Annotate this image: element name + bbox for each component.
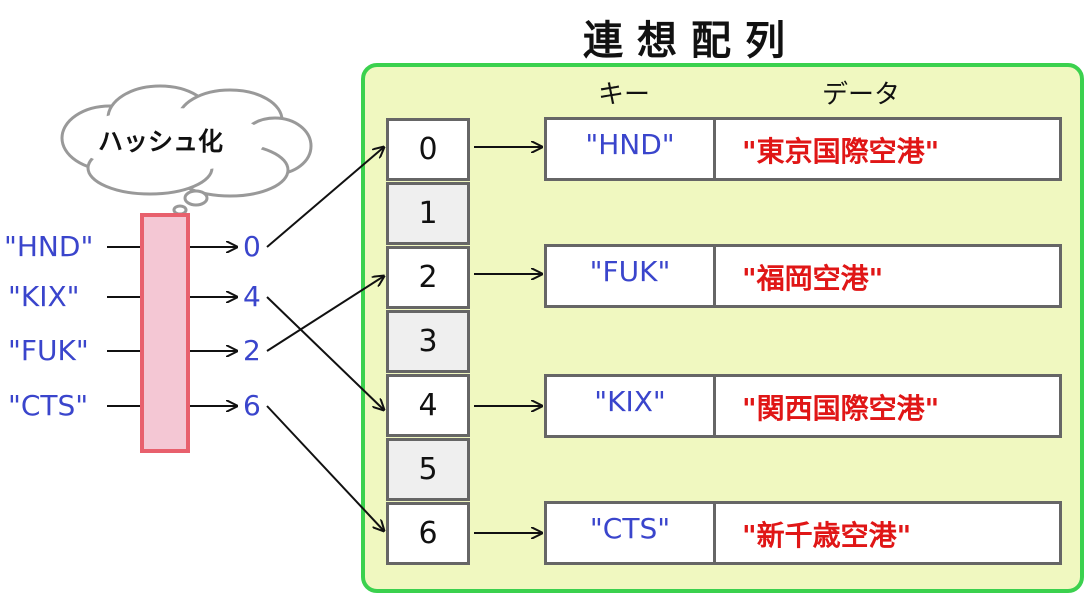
array-slot-2: 2	[386, 246, 470, 309]
array-slot-6: 6	[386, 502, 470, 565]
input-key-fuk: "FUK"	[8, 334, 89, 367]
array-slot-4: 4	[386, 374, 470, 437]
record-row: "CTS" "新千歳空港"	[544, 501, 1062, 565]
record-value: "福岡空港"	[742, 262, 884, 295]
record-key: "KIX"	[547, 377, 716, 435]
thought-cloud	[60, 84, 313, 198]
input-key-kix: "KIX"	[8, 280, 80, 313]
record-row: "HND" "東京国際空港"	[544, 117, 1062, 181]
record-value: "東京国際空港"	[742, 135, 940, 168]
record-row: "KIX" "関西国際空港"	[544, 374, 1062, 438]
record-key: "CTS"	[547, 504, 716, 562]
hash-value-hnd: 0	[243, 230, 261, 263]
hash-value-kix: 4	[243, 280, 261, 313]
array-slot-5: 5	[386, 438, 470, 501]
hash-function-bar	[140, 213, 190, 453]
slot-arrow-2	[266, 276, 384, 352]
hash-function-label: ハッシュ化	[98, 127, 224, 156]
hash-value-cts: 6	[243, 389, 261, 422]
input-key-cts: "CTS"	[8, 389, 89, 422]
slot-arrow-4	[266, 296, 384, 410]
thought-bubble-small-1	[183, 189, 209, 207]
array-slot-1: 1	[386, 182, 470, 245]
record-key: "HND"	[547, 120, 716, 178]
record-value: "新千歳空港"	[742, 519, 912, 552]
slot-arrow-6	[266, 405, 384, 531]
array-slot-3: 3	[386, 310, 470, 373]
diagram-title: 連想配列	[583, 18, 799, 64]
array-slot-0: 0	[386, 118, 470, 181]
key-column-header: キー	[598, 80, 651, 110]
hash-value-fuk: 2	[243, 334, 261, 367]
slot-arrow-0	[266, 147, 384, 248]
record-value: "関西国際空港"	[742, 392, 940, 425]
record-row: "FUK" "福岡空港"	[544, 244, 1062, 308]
record-key: "FUK"	[547, 247, 716, 305]
data-column-header: データ	[822, 80, 901, 110]
input-key-hnd: "HND"	[4, 230, 94, 263]
